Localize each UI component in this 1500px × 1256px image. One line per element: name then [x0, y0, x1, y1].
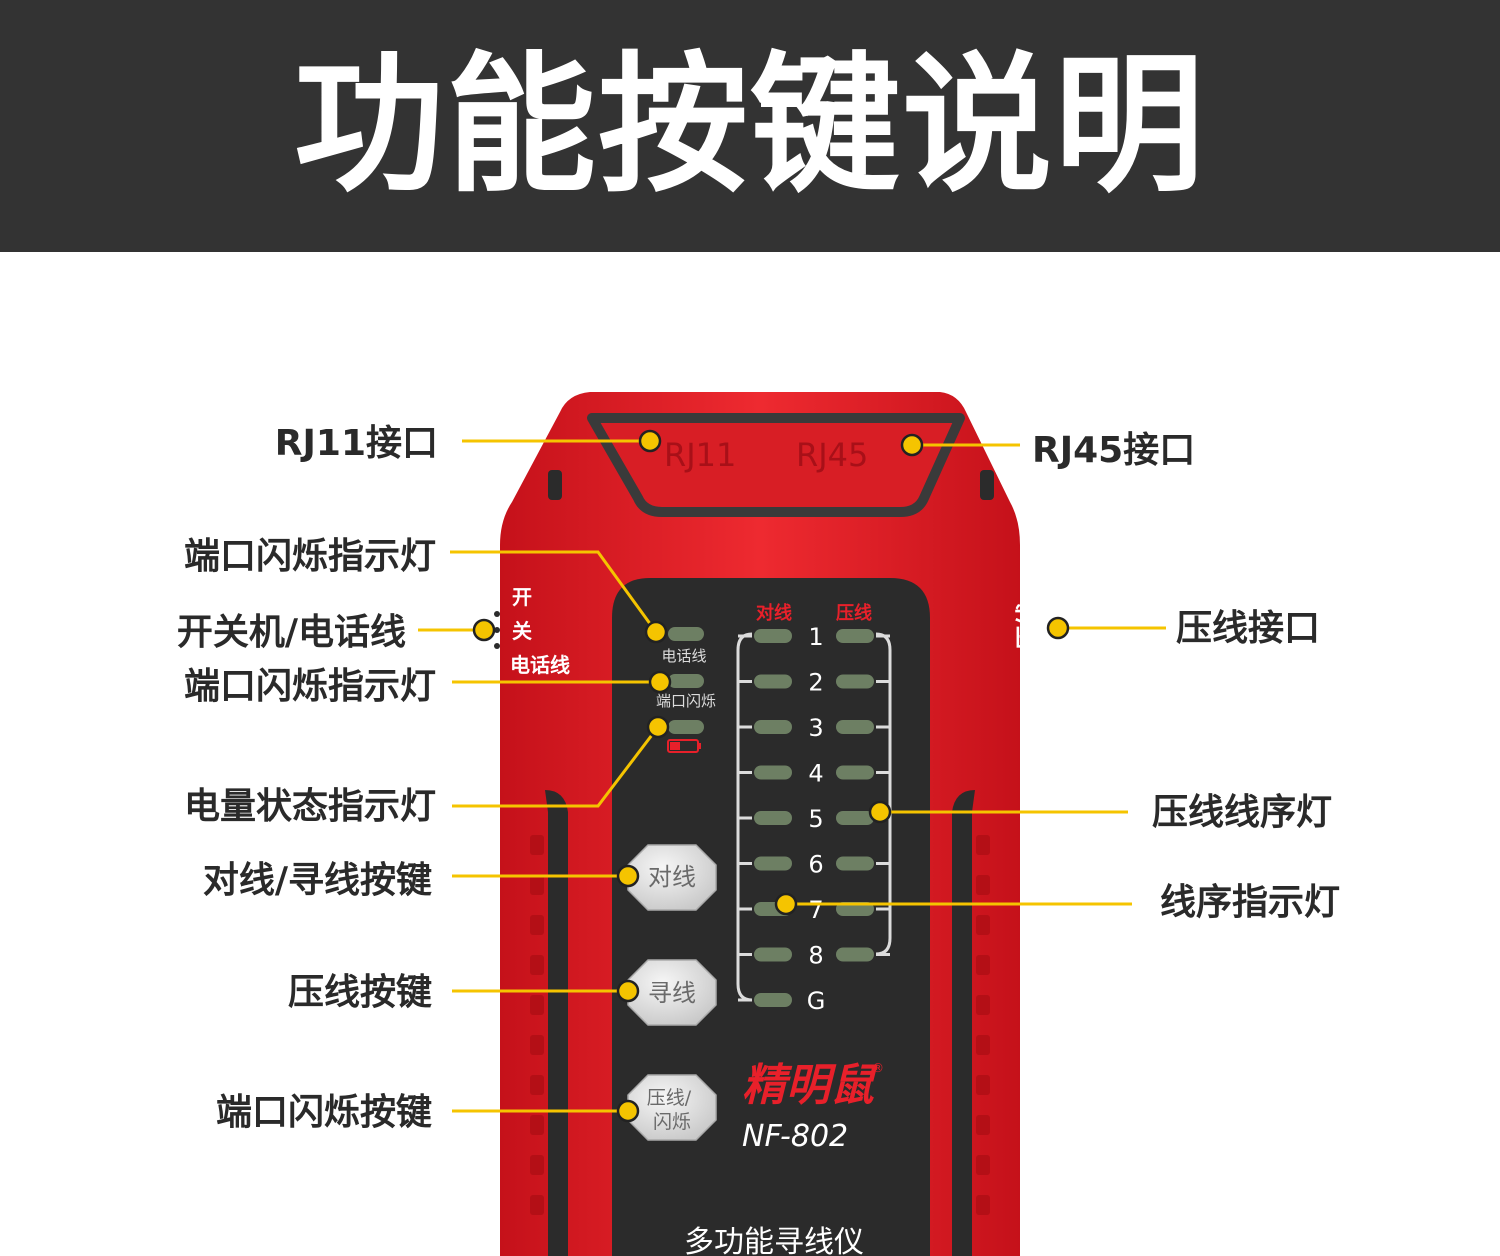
page-title: 功能按键说明: [293, 39, 1206, 213]
crimp-flash-button[interactable]: 压线/ 闪烁: [627, 1074, 717, 1141]
crimp-flash-button-label: 压线/ 闪烁: [647, 1087, 697, 1133]
callout-battery-indicator: 电量状态指示灯: [184, 786, 436, 827]
pair-led-G: [754, 993, 792, 1007]
wire-row-1: 1: [738, 623, 890, 651]
callout-crimp-key: 压线按键: [288, 972, 432, 1013]
wire-number-1: 1: [808, 623, 823, 651]
crimp-flash-button-line-2: 闪烁: [653, 1111, 691, 1133]
wire-number-8: 8: [808, 942, 823, 970]
wire-row-6: 6: [738, 851, 890, 879]
wire-number-4: 4: [808, 760, 823, 788]
switch-off-label: 关: [512, 619, 532, 643]
callout-port-flash-key: 端口闪烁按键: [216, 1092, 432, 1133]
header-banner: 功能按键说明: [0, 0, 1500, 252]
pair-trace-button[interactable]: 对线: [627, 844, 717, 911]
device-name: 多功能寻线仪: [684, 1225, 864, 1256]
wire-row-G: G: [738, 987, 825, 1015]
trace-button-label: 寻线: [648, 979, 696, 1007]
wire-row-8: 8: [738, 942, 890, 970]
crimp-led-8: [836, 947, 874, 962]
brand-logo: 精明鼠: [742, 1060, 878, 1111]
pair-led-8: [754, 947, 792, 962]
pair-led-3: [754, 720, 792, 734]
power-switch[interactable]: [494, 611, 500, 649]
crimp-flash-button-line-1: 压线/: [647, 1087, 692, 1109]
crimp-led-1: [836, 629, 874, 643]
pair-led-4: [754, 765, 792, 780]
callout-crimp-port: 压线接口: [1176, 608, 1320, 649]
wire-row-5: 5: [738, 805, 890, 833]
pair-column-header: 对线: [756, 602, 792, 624]
wire-number-6: 6: [808, 851, 823, 879]
callout-power-phone-switch: 开关机/电话线: [177, 612, 406, 653]
callout-crimp-sequence-leds: 压线线序灯: [1152, 792, 1332, 833]
crimp-led-3: [836, 720, 874, 734]
wire-sequence-leds: 1 2 3 4 5 6 7 8G: [738, 623, 890, 1015]
callout-port-flash-indicator-2: 端口闪烁指示灯: [184, 666, 436, 707]
device-diagram: RJ11 RJ45 开 关 电话线 压线 电话线 端口闪烁 对线 压线 1 2 3 4…: [177, 392, 1340, 1256]
switch-on-label: 开: [512, 585, 532, 609]
port-flash-led-label: 端口闪烁: [656, 692, 716, 710]
wire-number-G: G: [807, 987, 826, 1015]
crimp-led-2: [836, 674, 874, 689]
callout-rj11-port: RJ11接口: [275, 423, 438, 464]
pair-led-1: [754, 629, 792, 643]
switch-phone-line-label: 电话线: [510, 653, 570, 677]
crimp-led-4: [836, 765, 874, 780]
model-number: NF-802: [742, 1119, 848, 1154]
pair-led-2: [754, 674, 792, 689]
callout-rj45-port: RJ45接口: [1032, 430, 1195, 471]
wire-row-4: 4: [738, 760, 890, 788]
crimp-led-6: [836, 856, 874, 871]
wire-number-2: 2: [808, 669, 823, 697]
crimp-port-label: 压线: [1014, 602, 1042, 650]
callout-pair-trace-key: 对线/寻线按键: [203, 860, 432, 901]
wire-number-5: 5: [808, 805, 823, 833]
wire-row-2: 2: [738, 669, 890, 697]
callout-wire-sequence-leds: 线序指示灯: [1160, 882, 1340, 923]
callout-dots: [472, 429, 1070, 1123]
pair-led-5: [754, 811, 792, 825]
pair-trace-button-label: 对线: [648, 863, 696, 891]
phone-line-led-label: 电话线: [661, 647, 706, 665]
crimp-column-header: 压线: [836, 602, 872, 624]
callout-port-flash-indicator: 端口闪烁指示灯: [184, 536, 436, 577]
rj45-port-label: RJ45: [796, 436, 868, 474]
status-leds: [667, 627, 704, 753]
wire-number-7: 7: [808, 896, 823, 924]
pair-led-6: [754, 856, 792, 871]
trace-button[interactable]: 寻线: [627, 959, 717, 1026]
crimp-led-5: [836, 811, 874, 825]
rj11-port-label: RJ11: [664, 436, 736, 474]
brand-registered-mark: ®: [872, 1061, 884, 1075]
wire-number-3: 3: [808, 714, 823, 742]
wire-row-3: 3: [738, 714, 890, 742]
